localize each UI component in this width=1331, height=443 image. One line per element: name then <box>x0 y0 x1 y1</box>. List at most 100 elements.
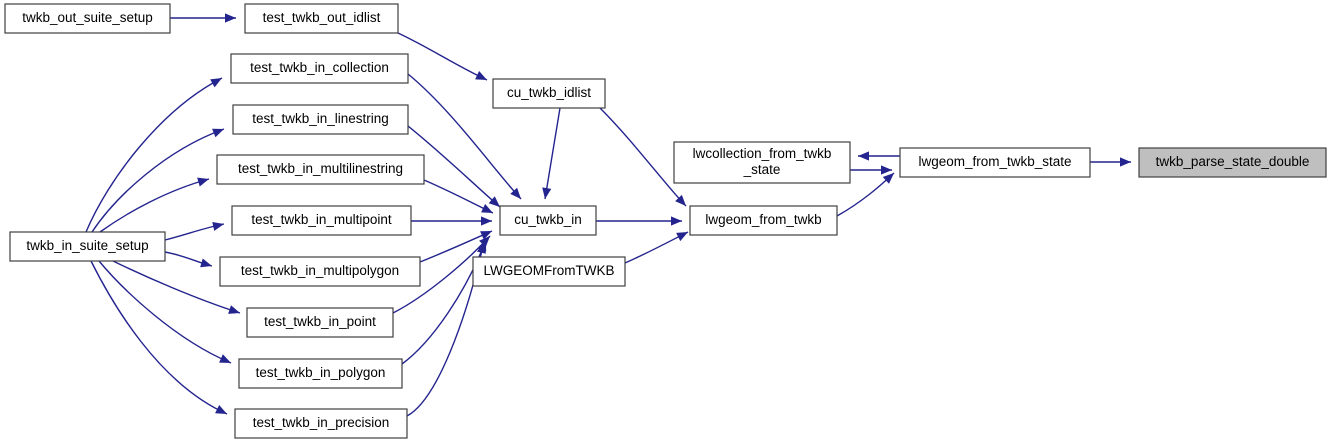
arrow-head-icon <box>542 187 552 199</box>
node-box[interactable] <box>472 256 626 287</box>
node-box[interactable] <box>9 231 166 262</box>
node-label: test_twkb_in_multipoint <box>251 212 392 227</box>
node-label: twkb_parse_state_double <box>1156 154 1310 169</box>
edge-lwgeom_from_twkb_state-to-twkb_parse_state_double <box>1090 157 1131 167</box>
node-test_twkb_in_linestring[interactable]: test_twkb_in_linestring <box>232 104 409 135</box>
node-box[interactable] <box>238 358 403 389</box>
node-lwgeom_from_twkb_state[interactable]: lwgeom_from_twkb_state <box>899 147 1091 178</box>
arrow-head-icon <box>219 354 231 363</box>
arrow-head-icon <box>481 216 492 226</box>
edge-twkb_in_suite_setup-to-test_twkb_in_polygon <box>98 260 232 364</box>
arrow-head-icon <box>510 187 521 199</box>
edge-cu_twkb_idlist-to-cu_twkb_in <box>542 107 561 200</box>
arrow-head-icon <box>480 231 492 240</box>
node-test_twkb_in_polygon[interactable]: test_twkb_in_polygon <box>238 358 403 389</box>
node-test_twkb_in_multipoint[interactable]: test_twkb_in_multipoint <box>231 205 412 236</box>
arrow-head-icon <box>225 13 236 23</box>
node-box[interactable] <box>899 147 1091 178</box>
arrow-head-icon <box>488 196 500 207</box>
edge-twkb_in_suite_setup-to-test_twkb_in_point <box>112 260 241 314</box>
node-label: cu_twkb_idlist <box>507 85 591 100</box>
edge-test_twkb_in_multipoint-to-cu_twkb_in <box>411 216 492 226</box>
node-twkb_in_suite_setup[interactable]: twkb_in_suite_setup <box>9 231 166 262</box>
node-label: lwgeom_from_twkb_state <box>918 154 1071 169</box>
edge-twkb_in_suite_setup-to-test_twkb_in_multipoint <box>164 221 225 241</box>
edge-cu_twkb_idlist-to-lwgeom_from_twkb <box>599 107 687 207</box>
arrow-head-icon <box>475 71 487 80</box>
node-test_twkb_in_precision[interactable]: test_twkb_in_precision <box>234 408 408 439</box>
nodes-layer: twkb_out_suite_setup test_twkb_out_idlist… <box>4 3 1327 439</box>
node-label: test_twkb_in_multilinestring <box>238 161 403 176</box>
node-box[interactable] <box>492 78 606 109</box>
node-test_twkb_out_idlist[interactable]: test_twkb_out_idlist <box>244 3 399 34</box>
node-box[interactable] <box>231 205 412 236</box>
node-box[interactable] <box>232 104 409 135</box>
arrow-head-icon <box>676 232 688 242</box>
edge-twkb_in_suite_setup-to-test_twkb_in_linestring <box>91 128 225 233</box>
arrow-head-icon <box>212 128 224 138</box>
node-lwcollection_from_twkb_state[interactable]: lwcollection_from_twkb_state <box>673 141 851 184</box>
node-twkb_parse_state_double[interactable]: twkb_parse_state_double <box>1138 147 1327 178</box>
node-box[interactable] <box>499 205 597 236</box>
node-label: twkb_out_suite_setup <box>22 10 153 25</box>
node-label: test_twkb_out_idlist <box>263 10 381 25</box>
edge-test_twkb_in_multilinestring-to-cu_twkb_in <box>423 179 494 214</box>
edge-twkb_in_suite_setup-to-test_twkb_in_multipolygon <box>164 251 213 268</box>
node-label: test_twkb_in_multipolygon <box>241 263 399 278</box>
node-label: test_twkb_in_collection <box>250 60 389 75</box>
edge-twkb_in_suite_setup-to-test_twkb_in_precision <box>90 260 228 415</box>
node-box[interactable] <box>234 408 408 439</box>
arrow-head-icon <box>1120 157 1131 167</box>
arrow-head-icon <box>881 165 892 175</box>
node-label: cu_twkb_in <box>514 212 582 227</box>
node-box[interactable] <box>219 256 421 287</box>
arrow-head-icon <box>228 305 240 314</box>
arrow-head-icon <box>210 78 222 88</box>
arrow-head-icon <box>481 204 493 213</box>
edge-lwgeom_from_twkb-to-lwgeom_from_twkb_state <box>836 172 895 217</box>
node-label: lwgeom_from_twkb <box>705 212 821 227</box>
node-test_twkb_in_collection[interactable]: test_twkb_in_collection <box>230 53 409 84</box>
arrow-head-icon <box>212 221 224 231</box>
node-label: lwcollection_from_twkb <box>693 146 832 161</box>
node-box[interactable] <box>1138 147 1327 178</box>
node-box[interactable] <box>230 53 409 84</box>
node-test_twkb_in_multipolygon[interactable]: test_twkb_in_multipolygon <box>219 256 421 287</box>
node-lwgeom_from_twkb[interactable]: lwgeom_from_twkb <box>689 205 838 236</box>
edge-lwcollection_from_twkb_state-to-lwgeom_from_twkb_state <box>850 165 892 175</box>
edge-test_twkb_out_idlist-to-cu_twkb_idlist <box>397 32 488 81</box>
edge-test_twkb_in_collection-to-cu_twkb_in <box>407 73 522 200</box>
edge-test_twkb_in_linestring-to-cu_twkb_in <box>407 125 501 208</box>
node-label: test_twkb_in_linestring <box>252 111 389 126</box>
edge-lwgeom_from_twkb_state-to-lwcollection_from_twkb_state <box>858 151 900 161</box>
arrow-head-icon <box>882 173 894 184</box>
node-label: _state <box>743 162 781 177</box>
node-cu_twkb_idlist[interactable]: cu_twkb_idlist <box>492 78 606 109</box>
node-label: LWGEOMFromTWKB <box>484 263 615 278</box>
node-box[interactable] <box>246 307 394 338</box>
node-label: test_twkb_in_point <box>264 314 376 329</box>
node-LWGEOMFromTWKB[interactable]: LWGEOMFromTWKB <box>472 256 626 287</box>
edge-twkb_in_suite_setup-to-test_twkb_in_multilinestring <box>99 177 210 233</box>
edge-LWGEOMFromTWKB-to-lwgeom_from_twkb <box>624 231 689 264</box>
node-box[interactable] <box>216 154 425 185</box>
node-cu_twkb_in[interactable]: cu_twkb_in <box>499 205 597 236</box>
node-test_twkb_in_multilinestring[interactable]: test_twkb_in_multilinestring <box>216 154 425 185</box>
arrow-head-icon <box>215 405 227 414</box>
arrow-head-icon <box>197 177 209 187</box>
node-box[interactable] <box>673 141 851 184</box>
node-twkb_out_suite_setup[interactable]: twkb_out_suite_setup <box>4 3 171 34</box>
node-box[interactable] <box>689 205 838 236</box>
node-box[interactable] <box>244 3 399 34</box>
edges-layer <box>85 13 1131 417</box>
arrow-head-icon <box>858 151 869 161</box>
edge-twkb_in_suite_setup-to-test_twkb_in_collection <box>85 77 223 233</box>
arrow-head-icon <box>671 216 682 226</box>
node-test_twkb_in_point[interactable]: test_twkb_in_point <box>246 307 394 338</box>
arrow-head-icon <box>200 258 212 268</box>
node-box[interactable] <box>4 3 171 34</box>
edge-twkb_out_suite_setup-to-test_twkb_out_idlist <box>170 13 236 23</box>
arrow-head-icon <box>675 194 686 206</box>
